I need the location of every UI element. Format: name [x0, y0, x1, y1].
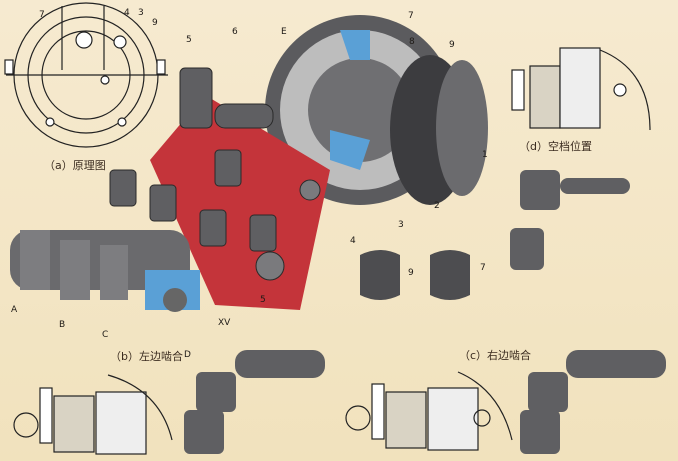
label-piece-7: 7	[480, 263, 486, 273]
right-lever-neutral	[510, 170, 630, 270]
label-4: 4	[350, 236, 356, 246]
clutch-disc-assembly	[265, 15, 488, 205]
label-7: 7	[408, 11, 414, 21]
gear-shaft	[10, 230, 200, 312]
caption-c: （c）右边啮合	[459, 349, 532, 362]
label-a4: 4	[124, 8, 130, 18]
label-A: A	[11, 305, 18, 315]
label-9: 9	[449, 40, 455, 50]
caption-a: （a）原理图	[44, 159, 106, 172]
right-lever-engaged	[520, 350, 666, 454]
left-engage-schematic	[13, 374, 173, 455]
label-a7: 7	[39, 10, 45, 20]
label-5: 5	[260, 295, 266, 305]
label-B: B	[59, 320, 66, 330]
label-8: 8	[409, 37, 415, 47]
caption-b: （b）左边啮合	[110, 350, 183, 363]
right-engage-schematic	[345, 371, 513, 451]
label-3: 3	[398, 220, 404, 230]
label-a9: 9	[152, 18, 158, 28]
label-piece-9: 9	[408, 268, 414, 278]
label-2: 2	[434, 201, 440, 211]
caption-d: （d）空档位置	[519, 140, 592, 153]
label-6: 6	[232, 27, 238, 37]
principle-diagram	[4, 2, 168, 148]
neutral-schematic	[511, 47, 651, 131]
label-E: E	[281, 27, 287, 37]
left-lever-engaged	[184, 350, 325, 454]
label-D: D	[184, 350, 191, 360]
red-housing-panel	[150, 95, 330, 310]
label-a5: 5	[186, 35, 192, 45]
label-a3: 3	[138, 8, 144, 18]
label-1: 1	[482, 150, 488, 160]
shift-forks	[109, 67, 321, 281]
detail-pieces	[360, 250, 470, 300]
label-XV: XV	[218, 318, 231, 328]
label-C: C	[102, 330, 109, 340]
